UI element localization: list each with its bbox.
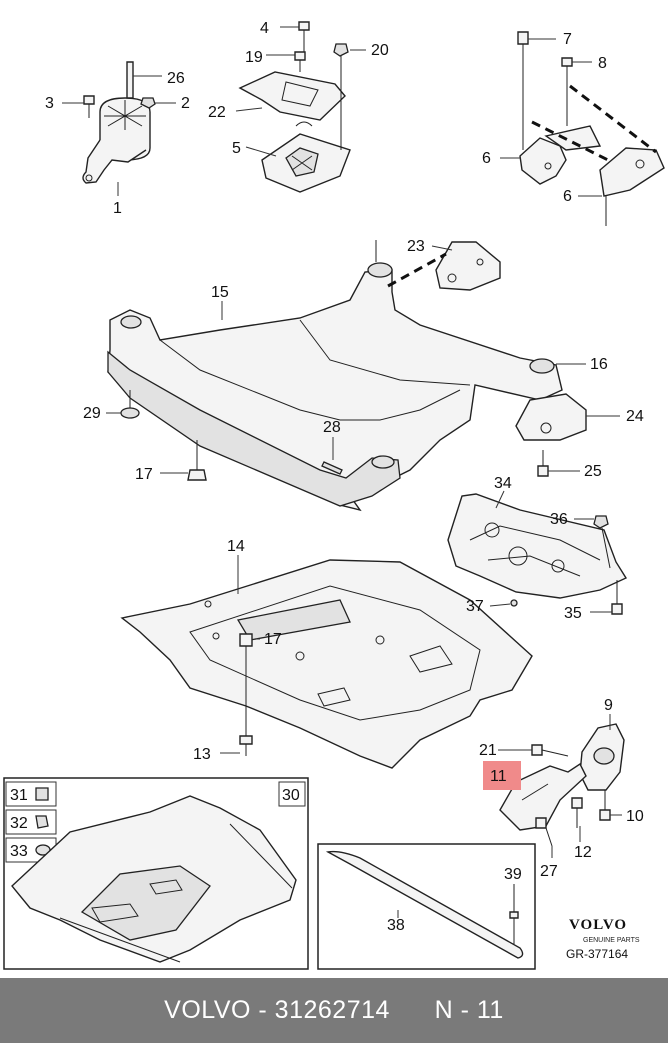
callout-38: 38 xyxy=(387,917,405,934)
callout-1: 1 xyxy=(113,200,122,217)
callout-14: 14 xyxy=(227,538,245,555)
leader-lines xyxy=(62,26,622,858)
bolt-part-10 xyxy=(599,790,611,821)
callout-6-upper: 6 xyxy=(482,150,491,167)
callout-16: 16 xyxy=(590,356,608,373)
bolt-part-25 xyxy=(537,450,549,477)
screw-part-32 xyxy=(35,815,49,829)
inset-label-30: 30 xyxy=(282,787,300,804)
plug-part-31 xyxy=(35,787,49,801)
footer-part-number: 31262714 xyxy=(274,996,390,1024)
mount-part-5 xyxy=(261,133,351,193)
clip-part-28 xyxy=(321,461,343,475)
engine-mount-part-1 xyxy=(82,61,151,184)
bushing-part-17-upper xyxy=(187,440,207,481)
callout-34: 34 xyxy=(494,475,512,492)
inset-panel-38: 38 39 xyxy=(317,843,536,970)
callout-17-upper: 17 xyxy=(135,466,153,483)
inset-panel-30: 31 32 33 30 xyxy=(3,777,309,970)
bracket-part-11 xyxy=(499,762,587,831)
callout-9: 9 xyxy=(604,697,613,714)
callout-5: 5 xyxy=(232,140,241,157)
nut-part-2 xyxy=(140,97,156,109)
callout-29: 29 xyxy=(83,405,101,422)
bracket-part-22 xyxy=(238,71,346,127)
callout-22: 22 xyxy=(208,104,226,121)
callout-8: 8 xyxy=(598,55,607,72)
callout-24: 24 xyxy=(626,408,644,425)
callout-39: 39 xyxy=(504,866,522,883)
volvo-brand-block: VOLVO GENUINE PARTS GR-377164 xyxy=(566,917,640,961)
callout-26: 26 xyxy=(167,70,185,87)
callout-6-lower: 6 xyxy=(563,188,572,205)
bracket-part-6-lower xyxy=(599,147,665,197)
callout-labels: 4 19 20 26 3 2 22 5 1 7 8 6 6 23 15 16 2… xyxy=(45,20,644,880)
screw-part-39 xyxy=(509,911,519,919)
shield-part-34 xyxy=(447,493,628,599)
part-info-footer: VOLVO - 31262714 N - 11 xyxy=(0,978,668,1043)
bracket-part-6-upper xyxy=(519,125,602,185)
bolt-part-21 xyxy=(531,744,569,757)
footer-brand: VOLVO xyxy=(164,996,251,1024)
bracket-part-23 xyxy=(435,241,501,291)
bolt-part-8 xyxy=(561,57,573,126)
callout-23: 23 xyxy=(407,238,425,255)
legend-32: 32 xyxy=(10,815,28,832)
footer-separator: - xyxy=(250,996,275,1024)
callout-13: 13 xyxy=(193,746,211,763)
callout-3: 3 xyxy=(45,95,54,112)
screw-part-37 xyxy=(510,599,518,607)
footer-position-ref: N - 11 xyxy=(434,996,504,1024)
callout-37: 37 xyxy=(466,598,484,615)
highlight-part-11 xyxy=(483,761,521,790)
callout-36: 36 xyxy=(550,511,568,528)
callout-20: 20 xyxy=(371,42,389,59)
callout-2: 2 xyxy=(181,95,190,112)
nut-part-20 xyxy=(333,43,349,150)
bolt-part-35 xyxy=(611,580,623,615)
diagram-reference-code: GR-377164 xyxy=(566,947,628,961)
nut-part-36 xyxy=(593,515,611,569)
bushing-part-17-lower xyxy=(239,633,253,736)
bolt-part-27 xyxy=(535,817,553,847)
callout-4: 4 xyxy=(260,20,269,37)
callout-17-lower: 17 xyxy=(264,631,282,648)
bolt-part-3 xyxy=(83,95,95,118)
callout-11: 11 xyxy=(490,768,507,785)
legend-33: 33 xyxy=(10,843,28,860)
callout-35: 35 xyxy=(564,605,582,622)
callout-27: 27 xyxy=(540,863,558,880)
legend-31: 31 xyxy=(10,787,28,804)
bolt-part-7 xyxy=(517,31,529,150)
bolt-part-13 xyxy=(239,735,253,756)
seal-part-38 xyxy=(325,850,524,959)
callout-28: 28 xyxy=(323,419,341,436)
callout-25: 25 xyxy=(584,463,602,480)
bolt-part-19 xyxy=(294,51,306,72)
subframe-part-15 xyxy=(107,240,563,512)
volvo-logo: VOLVO xyxy=(569,917,627,933)
callout-12: 12 xyxy=(574,844,592,861)
callout-10: 10 xyxy=(626,808,644,825)
callout-21: 21 xyxy=(479,742,497,759)
callout-15: 15 xyxy=(211,284,229,301)
genuine-parts-text: GENUINE PARTS xyxy=(583,937,640,944)
bolt-part-12 xyxy=(571,797,583,828)
callout-7: 7 xyxy=(563,31,572,48)
parts-exploded-diagram: 4 19 20 26 3 2 22 5 1 7 8 6 6 23 15 16 2… xyxy=(3,20,665,970)
underbody-panel-part-14 xyxy=(120,559,533,769)
bracket-part-24 xyxy=(515,393,587,441)
callout-19: 19 xyxy=(245,49,263,66)
mount-part-9 xyxy=(579,723,625,791)
